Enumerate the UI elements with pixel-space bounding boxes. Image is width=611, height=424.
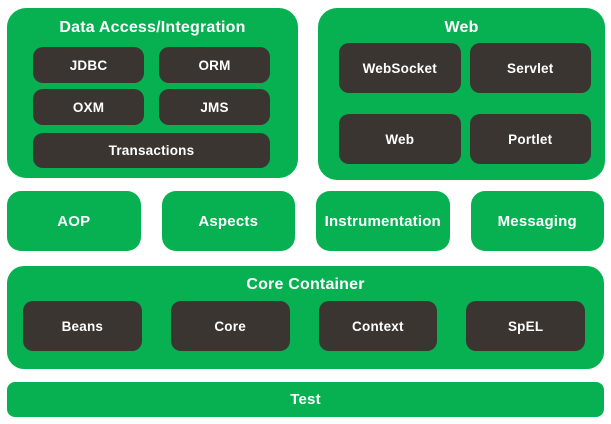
module-servlet: Servlet xyxy=(469,43,591,93)
core-module-row: Beans Core Context SpEL xyxy=(23,301,585,351)
module-orm: ORM xyxy=(159,47,270,83)
test-panel: Test xyxy=(7,382,604,417)
module-instrumentation: Instrumentation xyxy=(316,191,450,251)
module-aspects: Aspects xyxy=(161,191,295,251)
module-messaging: Messaging xyxy=(470,191,604,251)
data-access-row-2: OXM JMS xyxy=(33,89,270,125)
web-row-2: Web Portlet xyxy=(339,114,591,164)
module-spel: SpEL xyxy=(466,301,585,351)
middle-module-row: AOP Aspects Instrumentation Messaging xyxy=(7,191,604,251)
web-panel: Web WebSocket Servlet Web Portlet xyxy=(318,8,605,180)
module-websocket: WebSocket xyxy=(339,43,461,93)
data-access-integration-title: Data Access/Integration xyxy=(59,19,246,36)
web-panel-title: Web xyxy=(444,19,479,36)
module-jms: JMS xyxy=(159,89,270,125)
web-row-1: WebSocket Servlet xyxy=(339,43,591,93)
core-container-panel: Core Container Beans Core Context SpEL xyxy=(7,266,604,369)
data-access-module-grid: JDBC ORM OXM JMS Transactions xyxy=(33,47,270,168)
module-core: Core xyxy=(170,301,290,351)
module-web: Web xyxy=(339,114,461,164)
module-transactions: Transactions xyxy=(33,133,270,168)
test-panel-title: Test xyxy=(290,391,321,408)
web-module-grid: WebSocket Servlet Web Portlet xyxy=(339,43,591,185)
module-context: Context xyxy=(318,301,438,351)
module-oxm: OXM xyxy=(33,89,144,125)
module-jdbc: JDBC xyxy=(33,47,144,83)
module-portlet: Portlet xyxy=(469,114,591,164)
data-access-integration-panel: Data Access/Integration JDBC ORM OXM JMS… xyxy=(7,8,298,178)
data-access-row-1: JDBC ORM xyxy=(33,47,270,83)
module-beans: Beans xyxy=(23,301,142,351)
module-aop: AOP xyxy=(7,191,141,251)
core-container-title: Core Container xyxy=(246,276,365,293)
